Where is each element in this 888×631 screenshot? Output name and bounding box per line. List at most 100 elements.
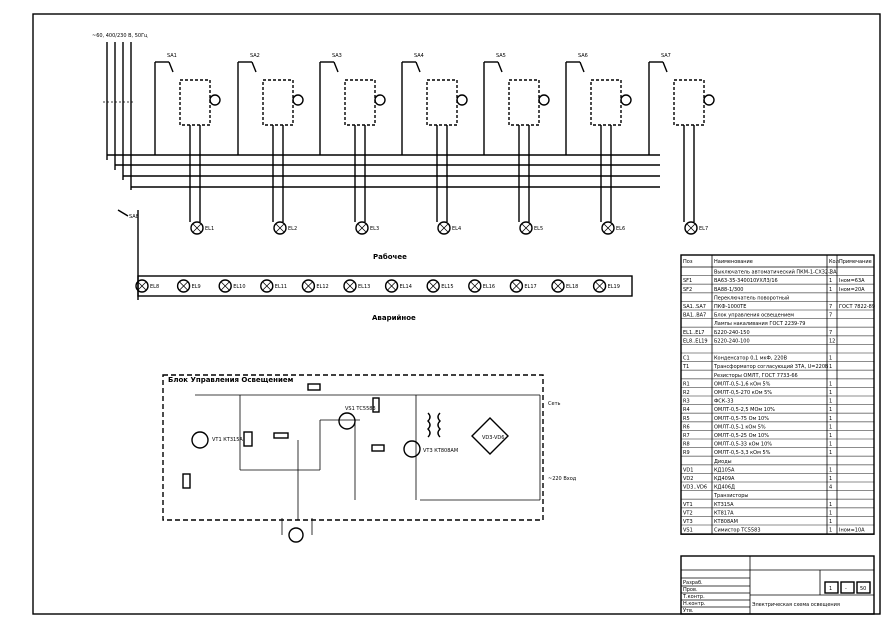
bom-cell: 1 bbox=[829, 287, 832, 293]
resistor-r9 bbox=[182, 473, 191, 489]
lamp-label: EL4 bbox=[452, 226, 461, 232]
working-lamp-el6: EL6 bbox=[601, 221, 625, 235]
relay-label: SA1 bbox=[167, 53, 177, 59]
bom-cell: КД409А bbox=[714, 476, 735, 482]
svg-text:SA8: SA8 bbox=[129, 214, 139, 220]
bom-cell: ОМЛТ-0,5-3,3 кОм 5% bbox=[714, 450, 771, 456]
section-working-label: Рабочее bbox=[373, 253, 407, 261]
emergency-switch: SA8 bbox=[117, 209, 139, 220]
bom-cell: Iном=20А bbox=[839, 287, 865, 293]
emergency-lamp-el15: EL15 bbox=[426, 279, 454, 293]
bom-cell: ОМЛТ-0,5-75 Ом 10% bbox=[714, 416, 769, 422]
transistor-vt1 bbox=[191, 431, 209, 449]
supply-bus bbox=[103, 42, 139, 300]
bom-cell: ОМЛТ-0,5-270 кОм 5% bbox=[714, 390, 772, 396]
bom-cell: КТ315А bbox=[714, 502, 734, 508]
distribution-lines bbox=[107, 154, 660, 188]
relay-block-sa5: SA5 bbox=[483, 53, 550, 222]
triac-vs1 bbox=[338, 412, 356, 430]
bom-cell: ОМЛТ-0,5-33 кОм 10% bbox=[714, 442, 772, 448]
bom-cell: BA1..BA7 bbox=[683, 313, 706, 319]
stamp-scale: - bbox=[845, 586, 847, 592]
bom-cell: 1 bbox=[829, 381, 832, 387]
relay-label: SA7 bbox=[661, 53, 671, 59]
emergency-lamp-el8: EL8 bbox=[135, 279, 159, 293]
bom-cell: Лампы накаливания ГОСТ 2239-79 bbox=[714, 321, 805, 327]
emergency-lamp-el13: EL13 bbox=[343, 279, 370, 293]
bom-cell: 1 bbox=[829, 476, 832, 482]
stamp-side-label: Разраб. bbox=[683, 580, 703, 586]
bom-cell: Резисторы ОМЛТ, ГОСТ 7733-66 bbox=[714, 373, 798, 379]
bom-cell: 1 bbox=[829, 416, 832, 422]
emergency-lamp-el11: EL11 bbox=[260, 279, 287, 293]
bom-cell: 4 bbox=[829, 485, 832, 491]
bom-cell: 1 bbox=[829, 502, 832, 508]
bom-cell: Выключатель автоматический ПКМ-1-СХ32-3А bbox=[714, 269, 837, 276]
control-block-title: Блок Управления Освещением bbox=[168, 376, 294, 384]
control-output-label: ~220 Вход bbox=[548, 476, 577, 482]
bom-cell: 1 bbox=[829, 442, 832, 448]
bom-cell: R9 bbox=[683, 450, 690, 456]
bom-cell: SF2 bbox=[683, 287, 692, 293]
bom-cell: 1 bbox=[829, 519, 832, 525]
bom-cell: Переключатель поворотный bbox=[714, 294, 789, 301]
bom-cell: 1 bbox=[829, 278, 832, 284]
lamp-label: EL16 bbox=[483, 284, 495, 290]
bom-cell: 7 bbox=[829, 330, 832, 336]
bom-cell: Диоды bbox=[714, 459, 732, 465]
stamp-sheet-total: 50 bbox=[860, 586, 866, 592]
title-block: 1 - 50 Электрическая схема освещения Раз… bbox=[680, 555, 875, 615]
working-lamp-el3: EL3 bbox=[355, 221, 379, 235]
bom-cell: R8 bbox=[683, 442, 690, 448]
relay-block-sa7: SA7 bbox=[648, 53, 715, 222]
resistor-r1 bbox=[307, 383, 321, 391]
bom-header: Наименование bbox=[714, 259, 753, 265]
lamp-label: EL11 bbox=[275, 284, 287, 290]
bom-cell: КД406Д bbox=[714, 485, 735, 491]
lamp-label: EL14 bbox=[400, 284, 412, 290]
stamp-side-label: Утв. bbox=[683, 608, 694, 614]
stamp-title: Электрическая схема освещения bbox=[752, 602, 840, 608]
relay-block-sa1: SA1 bbox=[154, 53, 221, 222]
lamp-label: EL5 bbox=[534, 226, 543, 232]
bom-cell: C1 bbox=[683, 356, 690, 362]
bom-cell: ФСК-33 bbox=[714, 399, 734, 405]
emergency-lamp-el16: EL16 bbox=[468, 279, 495, 293]
bom-cell: R7 bbox=[683, 433, 690, 439]
resistor-r6 bbox=[371, 444, 385, 452]
lamp-label: EL2 bbox=[288, 226, 297, 232]
bom-cell: Б220-240-100 bbox=[714, 338, 750, 344]
relay-label: SA3 bbox=[332, 53, 342, 59]
svg-text:VS1 ТС5583: VS1 ТС5583 bbox=[345, 406, 376, 412]
bom-cell: SF1 bbox=[683, 278, 692, 284]
bom-cell: 7 bbox=[829, 313, 832, 319]
bom-cell: 1 bbox=[829, 399, 832, 405]
bom-cell: КТ817А bbox=[714, 510, 734, 516]
lamp-label: EL10 bbox=[233, 284, 245, 290]
lamp-label: EL1 bbox=[205, 226, 214, 232]
bom-cell: 1 bbox=[829, 424, 832, 430]
bom-cell: Блок управления освещением bbox=[714, 313, 794, 319]
diode-bridge bbox=[471, 417, 509, 455]
stamp-sheet-number: 1 bbox=[829, 586, 832, 592]
bom-cell: EL1..EL7 bbox=[683, 330, 704, 336]
transformer-t1 bbox=[427, 412, 431, 438]
bom-cell: VD3..VD6 bbox=[683, 485, 707, 491]
working-lamp-el4: EL4 bbox=[437, 221, 461, 235]
bom-header: Кол bbox=[829, 259, 839, 265]
svg-text:VT3 КТ808АМ: VT3 КТ808АМ bbox=[423, 448, 458, 454]
bom-cell: R4 bbox=[683, 407, 690, 413]
stamp-side-label: Т.контр. bbox=[682, 594, 705, 600]
bom-cell: КД105А bbox=[714, 467, 735, 473]
stamp-side-label: Пров. bbox=[683, 587, 698, 593]
section-emergency-label: Аварийное bbox=[372, 314, 416, 322]
bom-cell: R6 bbox=[683, 424, 690, 430]
bom-cell: Трансформатор согласующий 3ТА, U=220В bbox=[713, 363, 829, 370]
bom-cell: ВА88-1/300 bbox=[714, 287, 743, 293]
lamp-label: EL12 bbox=[316, 284, 328, 290]
relay-label: SA5 bbox=[496, 53, 506, 59]
bom-cell: 1 bbox=[829, 528, 832, 534]
bom-cell: EL8..EL19 bbox=[683, 338, 708, 344]
